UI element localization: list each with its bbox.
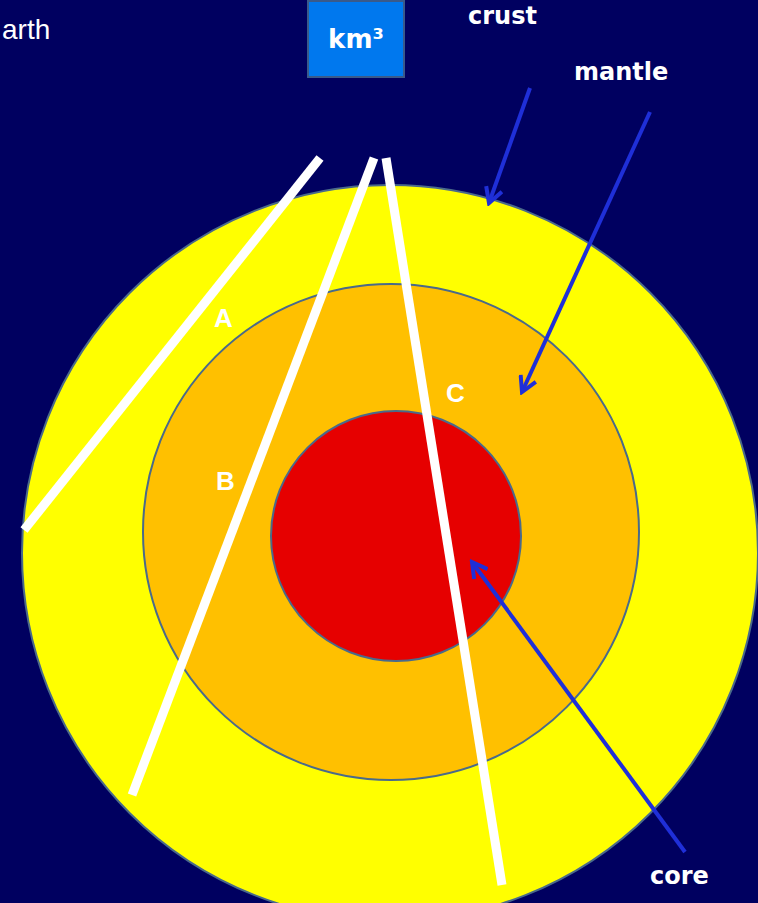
crust-layer — [22, 185, 758, 903]
leader-arrow — [522, 112, 650, 392]
path-b — [132, 158, 374, 795]
core-layer — [271, 411, 521, 661]
path-a — [24, 158, 320, 530]
title-fragment: arth — [2, 14, 50, 46]
path-label: A — [214, 303, 233, 334]
path-c — [386, 158, 502, 885]
unit-text: km³ — [328, 24, 384, 54]
unit-box: km³ — [307, 0, 405, 78]
path-label: C — [446, 378, 465, 409]
leader-arrow — [472, 562, 685, 852]
layer-label: core — [650, 862, 709, 890]
layer-label: mantle — [574, 58, 668, 86]
leader-arrow — [489, 88, 530, 203]
layer-label: crust — [468, 2, 537, 30]
mantle-layer — [143, 284, 639, 780]
path-label: B — [216, 466, 235, 497]
